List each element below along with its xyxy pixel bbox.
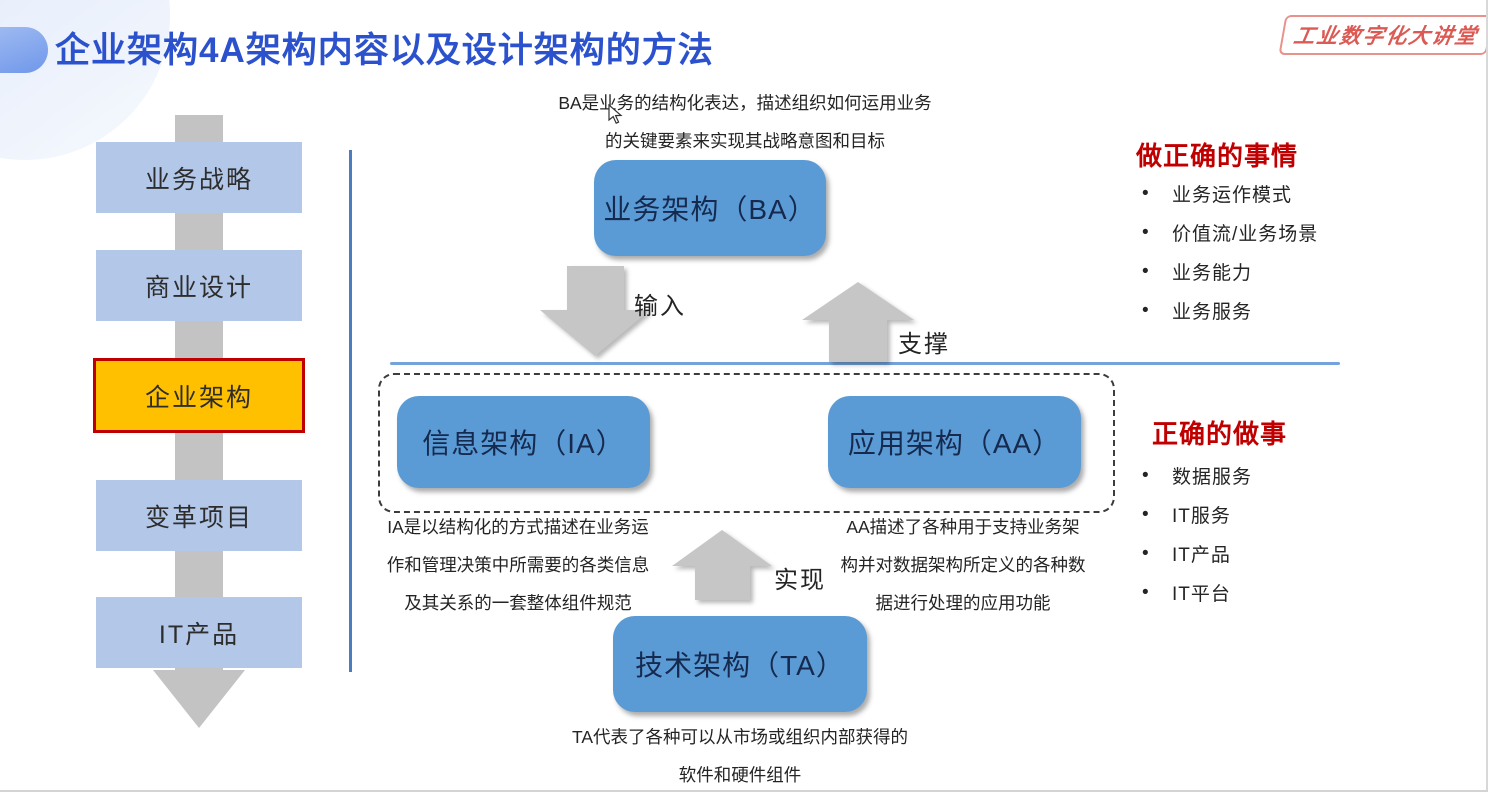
mouse-cursor [608, 103, 623, 130]
ta-description-line2: 软件和硬件组件 [678, 765, 802, 785]
horizontal-divider [390, 362, 1340, 365]
aa-description: AA描述了各种用于支持业务架 构并对数据架构所定义的各种数 据进行处理的应用功能 [818, 508, 1108, 622]
support-arrow-label: 支撑 [898, 331, 950, 358]
realize-arrow-icon [672, 530, 772, 600]
list-item: • IT服务 [1136, 495, 1456, 534]
section1-list: • 业务运作模式 • 价值流/业务场景 • 业务能力 • 业务服务 [1136, 174, 1456, 330]
list-item: • IT平台 [1136, 573, 1456, 612]
list-item: • 业务运作模式 [1136, 174, 1456, 213]
flow-step-it-product: IT产品 [96, 597, 302, 668]
list-item: • 数据服务 [1136, 456, 1456, 495]
ba-box: 业务架构（BA） [594, 160, 826, 256]
vertical-divider [349, 150, 352, 672]
brand-watermark: 工业数字化大讲堂 [1278, 15, 1488, 55]
ia-description: IA是以结构化的方式描述在业务运 作和管理决策中所需要的各类信息 及其关系的一套… [368, 508, 668, 622]
section2-heading: 正确的做事 [1152, 419, 1288, 449]
list-item-label: 价值流/业务场景 [1172, 224, 1319, 245]
list-item: • 业务能力 [1136, 252, 1456, 291]
bullet-icon: • [1142, 542, 1150, 564]
aa-description-line3: 据进行处理的应用功能 [875, 593, 1051, 613]
ia-description-line1: IA是以结构化的方式描述在业务运 [387, 517, 649, 537]
ia-box: 信息架构（IA） [397, 396, 650, 488]
ba-description-line2: 的关键要素来实现其战略意图和目标 [605, 131, 885, 151]
bullet-icon: • [1142, 503, 1150, 525]
corner-pill-decoration [0, 27, 48, 73]
bullet-icon: • [1142, 464, 1150, 486]
list-item-label: 业务服务 [1172, 302, 1253, 323]
list-item: • 业务服务 [1136, 291, 1456, 330]
list-item-label: 业务运作模式 [1172, 185, 1293, 206]
flow-step-enterprise-architecture: 企业架构 [93, 358, 305, 433]
screen-edge-bottom [0, 790, 1488, 792]
list-item-label: IT服务 [1172, 506, 1231, 527]
bullet-icon: • [1142, 299, 1150, 321]
page-title: 企业架构4A架构内容以及设计架构的方法 [55, 31, 714, 70]
ta-description-line1: TA代表了各种可以从市场或组织内部获得的 [571, 727, 909, 747]
ba-description-line1: BA是业务的结构化表达，描述组织如何运用业务 [558, 93, 932, 113]
ba-description: BA是业务的结构化表达，描述组织如何运用业务 的关键要素来实现其战略意图和目标 [445, 84, 1045, 160]
screen-edge-right [1486, 0, 1488, 792]
aa-description-line2: 构并对数据架构所定义的各种数 [840, 555, 1086, 575]
bullet-icon: • [1142, 581, 1150, 603]
list-item-label: IT产品 [1172, 545, 1231, 566]
section2-list: • 数据服务 • IT服务 • IT产品 • IT平台 [1136, 456, 1456, 612]
aa-description-line1: AA描述了各种用于支持业务架 [846, 517, 1080, 537]
aa-box: 应用架构（AA） [828, 396, 1081, 488]
architecture-group-outline [378, 373, 1115, 513]
list-item-label: 业务能力 [1172, 263, 1253, 284]
input-arrow-label: 输入 [634, 293, 686, 320]
ta-description: TA代表了各种可以从市场或组织内部获得的 软件和硬件组件 [430, 718, 1050, 792]
support-arrow-icon [802, 282, 914, 362]
flow-step-business-strategy: 业务战略 [96, 142, 302, 213]
section1-heading: 做正确的事情 [1136, 141, 1299, 171]
ia-description-line2: 作和管理决策中所需要的各类信息 [386, 555, 650, 575]
flow-step-business-design: 商业设计 [96, 250, 302, 321]
ta-box: 技术架构（TA） [613, 616, 867, 712]
list-item-label: IT平台 [1172, 584, 1231, 605]
input-arrow-icon [540, 266, 650, 356]
list-item-label: 数据服务 [1172, 467, 1253, 488]
list-item: • IT产品 [1136, 534, 1456, 573]
list-item: • 价值流/业务场景 [1136, 213, 1456, 252]
bullet-icon: • [1142, 260, 1150, 282]
bullet-icon: • [1142, 221, 1150, 243]
realize-arrow-label: 实现 [774, 567, 826, 594]
ia-description-line3: 及其关系的一套整体组件规范 [404, 593, 632, 613]
bullet-icon: • [1142, 182, 1150, 204]
flow-arrowhead-icon [153, 670, 245, 728]
flow-step-transformation-project: 变革项目 [96, 480, 302, 551]
